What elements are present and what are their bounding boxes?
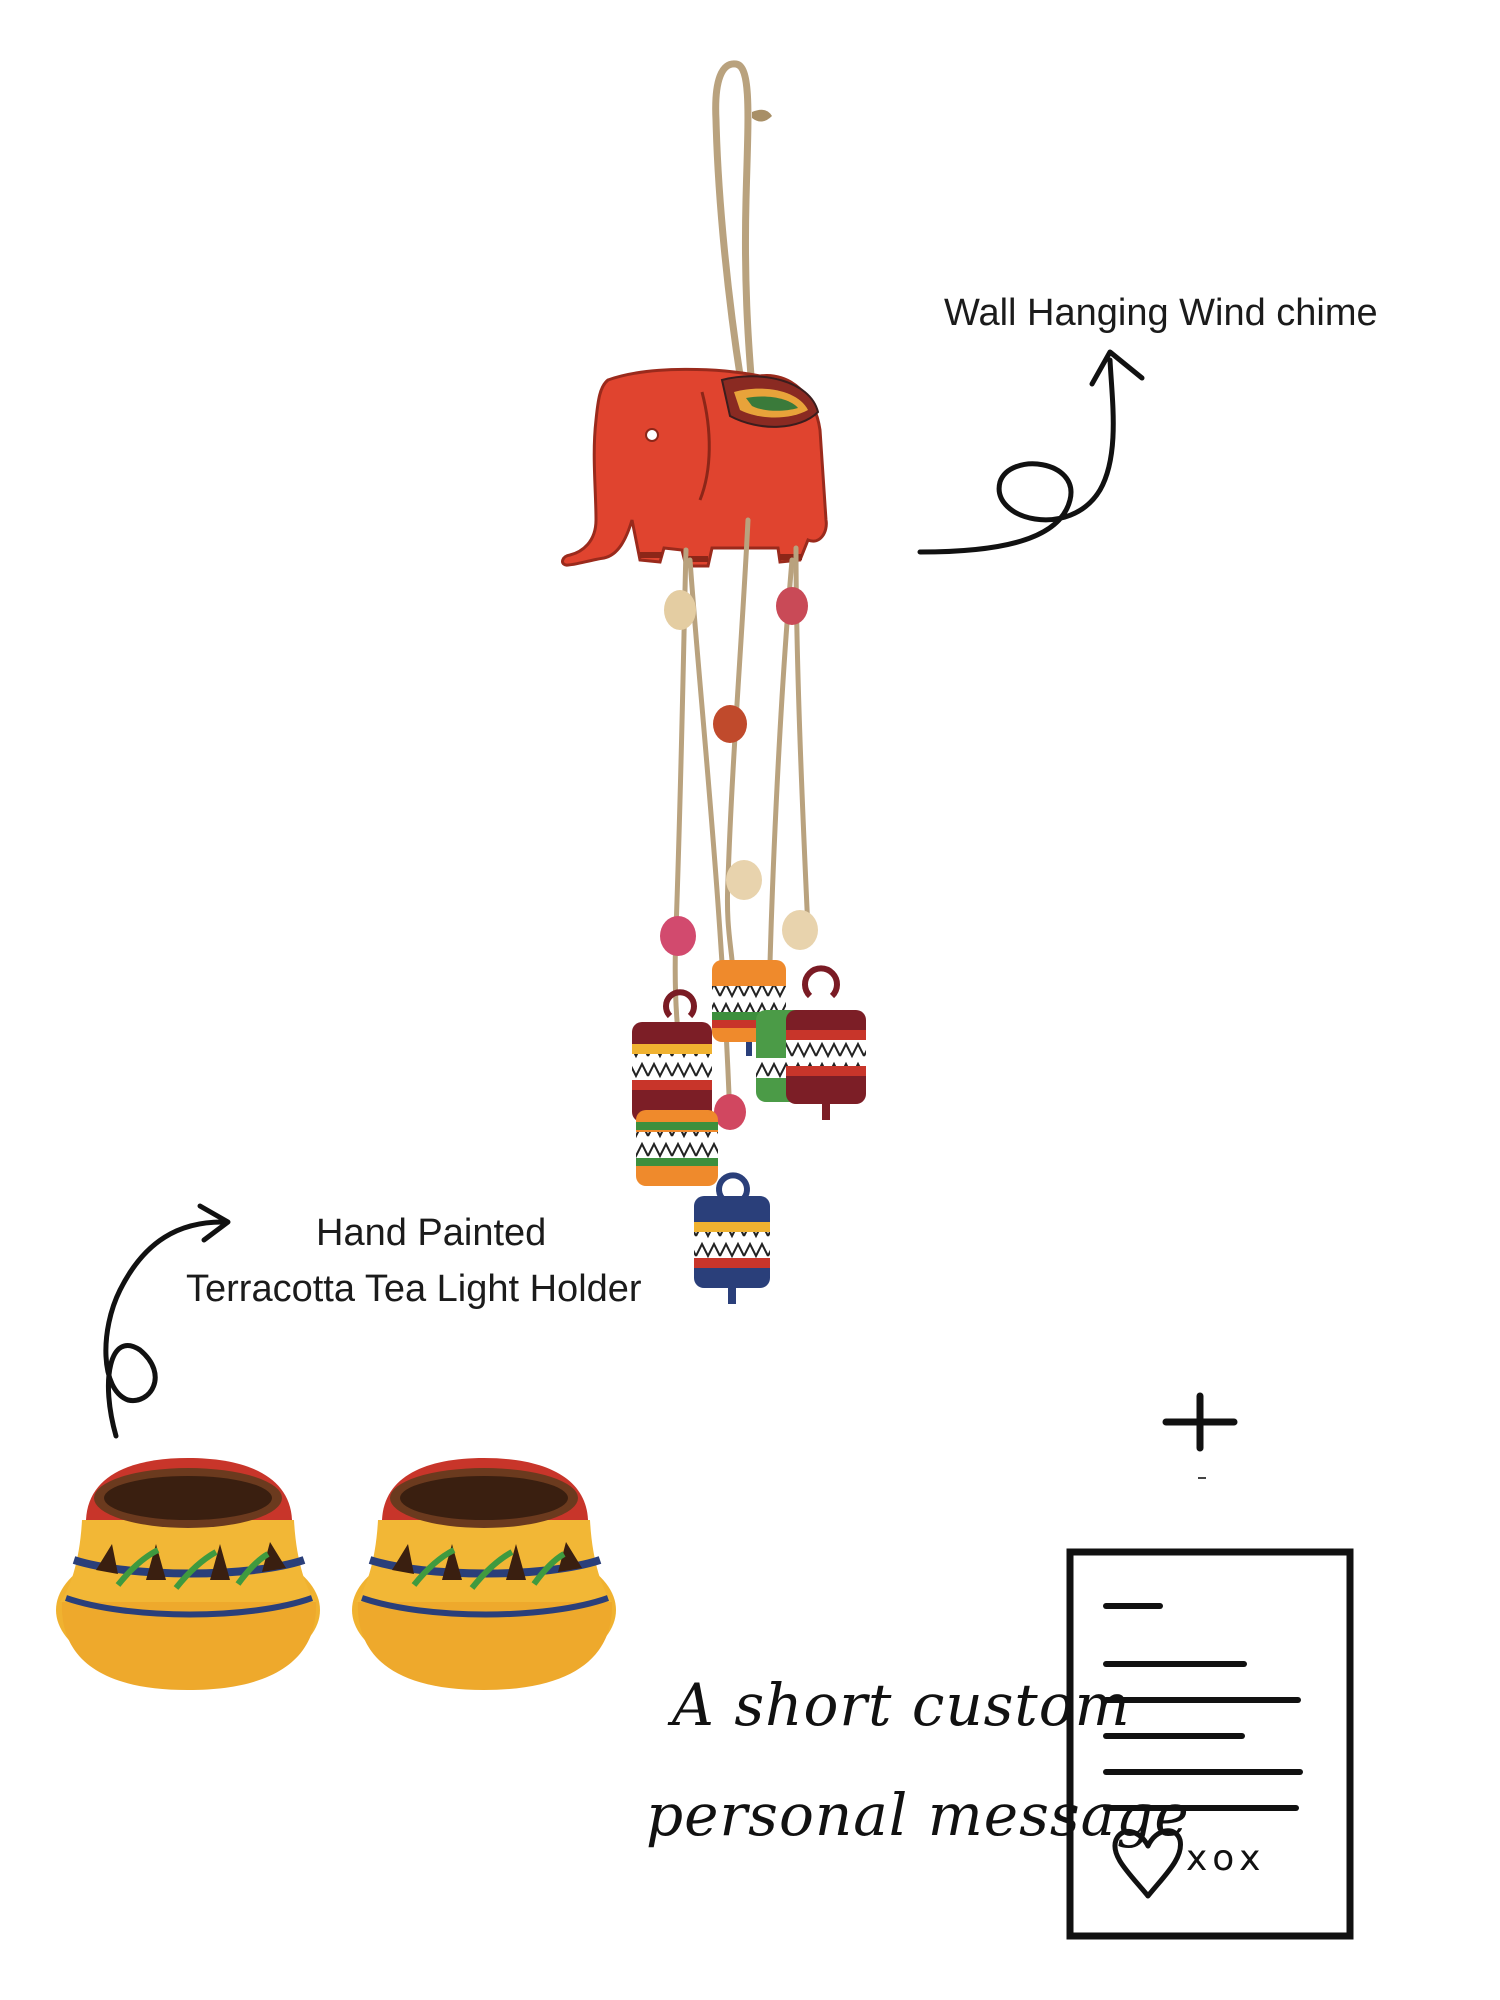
wind-chime-label: Wall Hanging Wind chime — [944, 292, 1378, 334]
bell-navy — [694, 1172, 770, 1304]
tea-light-label-line1: Hand Painted — [316, 1212, 547, 1254]
tea-light-label-line2: Terracotta Tea Light Holder — [186, 1268, 642, 1310]
twine-loop — [712, 60, 756, 392]
elephant-ornament — [561, 367, 828, 568]
bell-maroon-left — [632, 989, 712, 1122]
wind-chime — [561, 60, 866, 1304]
wooden-beads — [660, 587, 818, 1130]
twine-knot — [752, 109, 772, 122]
plus-icon — [1162, 1392, 1238, 1452]
message-line1: A short custom — [672, 1671, 1131, 1739]
bell-maroon-right — [786, 965, 866, 1120]
curved-arrow-icon — [917, 349, 1145, 555]
note-card-icon — [1066, 1548, 1354, 1940]
bell-orange-bottom — [636, 1110, 718, 1186]
heart-icon — [1112, 1828, 1183, 1899]
tea-light-holder-left — [56, 1458, 320, 1690]
message-signoff: xox — [1186, 1838, 1267, 1879]
message-line2: personal message — [646, 1781, 1190, 1849]
curved-arrow-icon — [103, 1203, 231, 1439]
tea-light-holder-right — [352, 1458, 616, 1690]
